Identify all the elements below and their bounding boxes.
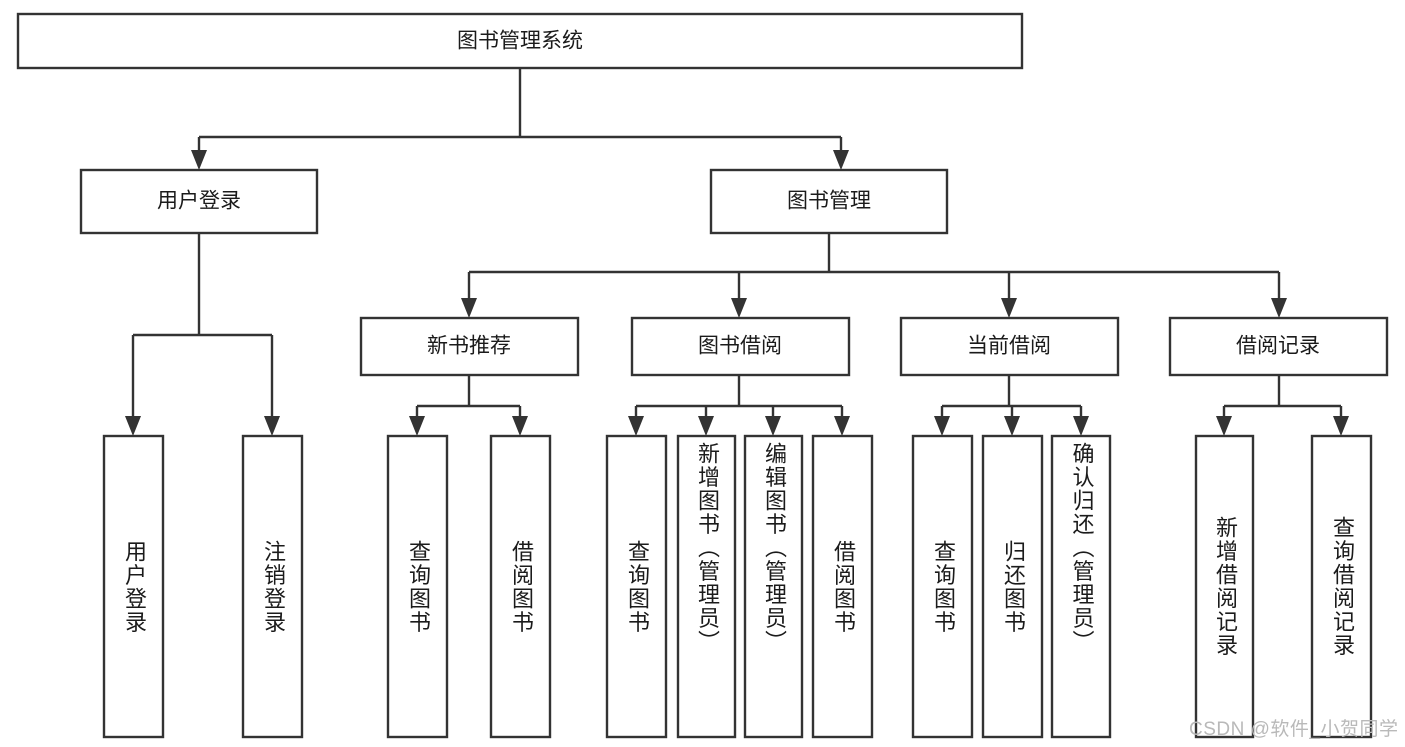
node-user-login-label: 用户登录 xyxy=(157,190,241,213)
leaf-box-book-borrow-4[interactable] xyxy=(811,434,874,739)
connector-group-root xyxy=(191,68,849,170)
connector-group-new-book xyxy=(409,375,528,436)
node-book-mgmt-label: 图书管理 xyxy=(787,190,871,213)
leaf-box-current-borrow-2[interactable] xyxy=(981,434,1044,739)
node-book-borrow[interactable]: 图书借阅 xyxy=(630,316,851,377)
arrow-head-leaf-current-borrow-3 xyxy=(1073,416,1089,436)
node-new-book-recommend[interactable]: 新书推荐 xyxy=(359,316,580,377)
node-book-mgmt[interactable]: 图书管理 xyxy=(709,168,949,235)
arrow-head-current-borrow xyxy=(1001,298,1017,318)
connector-group-borrow-record xyxy=(1216,375,1349,436)
connector-group-book-mgmt xyxy=(461,233,1287,318)
arrow-head-leaf-book-borrow-1 xyxy=(628,416,644,436)
node-borrow-record[interactable]: 借阅记录 xyxy=(1168,316,1389,377)
node-user-login-box[interactable] xyxy=(79,168,319,235)
leaf-box-current-borrow-1[interactable] xyxy=(911,434,974,739)
connector-group-book-borrow xyxy=(628,375,850,436)
leaf-box-new-book-2[interactable] xyxy=(489,434,552,739)
arrow-head-leaf-book-borrow-3 xyxy=(765,416,781,436)
node-current-borrow[interactable]: 当前借阅 xyxy=(899,316,1120,377)
node-current-borrow-box[interactable] xyxy=(899,316,1120,377)
connector-group-user-login xyxy=(125,233,280,436)
node-new-book-recommend-box[interactable] xyxy=(359,316,580,377)
arrow-head-leaf-current-borrow-2 xyxy=(1004,416,1020,436)
arrow-head-leaf-user-login-2 xyxy=(264,416,280,436)
node-borrow-record-box[interactable] xyxy=(1168,316,1389,377)
node-root-box[interactable] xyxy=(16,12,1024,70)
arrow-head-user-login xyxy=(191,150,207,170)
arrow-head-leaf-book-borrow-4 xyxy=(834,416,850,436)
leaf-box-book-borrow-3[interactable] xyxy=(743,434,804,739)
leaf-box-borrow-record-1[interactable] xyxy=(1194,434,1255,739)
node-book-borrow-box[interactable] xyxy=(630,316,851,377)
leaf-box-current-borrow-3[interactable] xyxy=(1050,434,1112,739)
arrow-head-leaf-book-borrow-2 xyxy=(698,416,714,436)
arrow-head-new-book xyxy=(461,298,477,318)
arrow-head-leaf-borrow-record-1 xyxy=(1216,416,1232,436)
leaf-box-borrow-record-2[interactable] xyxy=(1310,434,1373,739)
node-book-mgmt-box[interactable] xyxy=(709,168,949,235)
arrow-head-book-mgmt xyxy=(833,150,849,170)
arrow-head-leaf-current-borrow-1 xyxy=(934,416,950,436)
arrow-head-book-borrow xyxy=(731,298,747,318)
node-current-borrow-label: 当前借阅 xyxy=(967,335,1051,358)
node-new-book-recommend-label: 新书推荐 xyxy=(427,335,511,358)
arrow-head-leaf-new-book-2 xyxy=(512,416,528,436)
leaf-box-user-login-1[interactable] xyxy=(102,434,165,739)
arrow-head-leaf-user-login-1 xyxy=(125,416,141,436)
watermark-text: CSDN @软件_小贺同学 xyxy=(1189,719,1399,740)
arrow-head-borrow-record xyxy=(1271,298,1287,318)
connector-group-current-borrow xyxy=(934,375,1089,436)
arrow-head-leaf-borrow-record-2 xyxy=(1333,416,1349,436)
node-borrow-record-label: 借阅记录 xyxy=(1236,335,1320,358)
node-book-borrow-label: 图书借阅 xyxy=(698,335,782,358)
arrow-head-leaf-new-book-1 xyxy=(409,416,425,436)
leaf-box-user-login-2[interactable] xyxy=(241,434,304,739)
node-user-login[interactable]: 用户登录 xyxy=(79,168,319,235)
leaf-box-book-borrow-2[interactable] xyxy=(676,434,737,739)
node-root[interactable]: 图书管理系统 xyxy=(16,12,1024,70)
node-root-label: 图书管理系统 xyxy=(457,30,583,53)
leaf-box-new-book-1[interactable] xyxy=(386,434,449,739)
leaf-box-book-borrow-1[interactable] xyxy=(605,434,668,739)
